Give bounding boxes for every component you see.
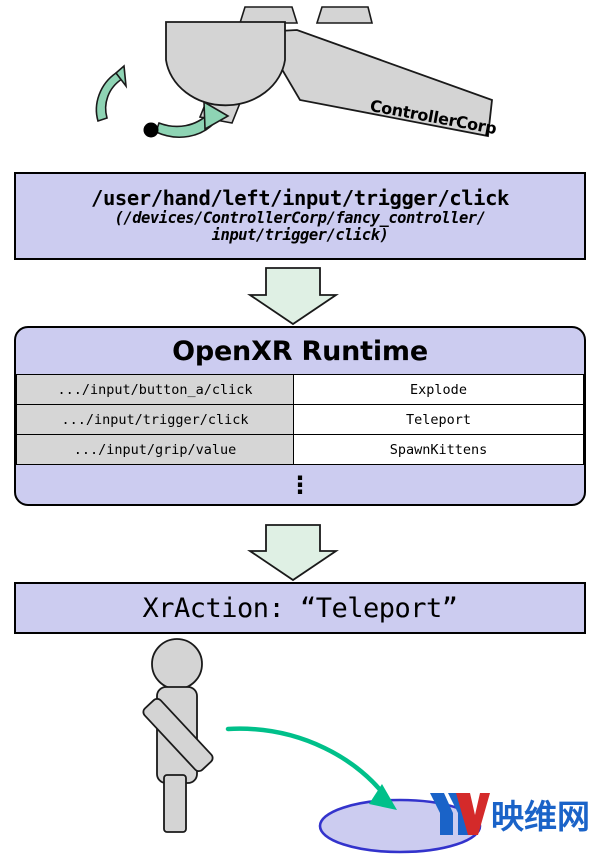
controller-button-b	[315, 6, 374, 24]
controller-handle	[258, 29, 493, 138]
yv-mark-icon	[428, 791, 490, 837]
controller-head	[165, 21, 286, 107]
interaction-profile-path: /user/hand/left/input/trigger/click	[91, 186, 509, 211]
binding-source: .../input/button_a/click	[16, 374, 294, 405]
down-arrow-icon	[247, 524, 339, 582]
yv-mark-svg	[430, 793, 490, 835]
table-row[interactable]: .../input/grip/value SpawnKittens	[16, 434, 584, 465]
pose-origin-dot	[143, 122, 159, 138]
binding-path-content: /user/hand/left/input/trigger/click (/de…	[16, 174, 584, 258]
avatar-head	[151, 638, 203, 690]
runtime-title: OpenXR Runtime	[172, 335, 428, 367]
controller-body	[165, 6, 493, 138]
down-arrow-icon	[247, 267, 339, 326]
binding-action: SpawnKittens	[293, 434, 584, 465]
binding-path-box: /user/hand/left/input/trigger/click (/de…	[14, 172, 586, 260]
binding-source: .../input/grip/value	[16, 434, 294, 465]
binding-action: Explode	[293, 374, 584, 405]
xraction-label: XrAction: “Teleport”	[142, 592, 458, 624]
rotation-arrow-left	[95, 64, 128, 123]
user-avatar	[142, 638, 214, 833]
table-row[interactable]: .../input/trigger/click Teleport	[16, 404, 584, 435]
avatar-leg	[163, 774, 187, 833]
binding-action: Teleport	[293, 404, 584, 435]
controller-button-a	[238, 6, 299, 24]
binding-source: .../input/trigger/click	[16, 404, 294, 435]
binding-table: .../input/button_a/click Explode .../inp…	[16, 374, 584, 465]
table-row[interactable]: .../input/button_a/click Explode	[16, 374, 584, 405]
device-path-line-1: (/devices/ControllerCorp/fancy_controlle…	[114, 209, 486, 228]
watermark-text: 映维网	[491, 797, 590, 836]
device-path-line-2: input/trigger/click)	[211, 226, 389, 245]
xraction-box: XrAction: “Teleport”	[14, 582, 586, 634]
more-bindings-indicator: ⋮	[288, 470, 312, 499]
openxr-runtime-panel: OpenXR Runtime .../input/button_a/click …	[14, 326, 586, 506]
binding-table-body: .../input/button_a/click Explode .../inp…	[16, 374, 584, 465]
avatar-arm-with-controller	[142, 697, 214, 773]
rotation-arrow-right	[155, 100, 230, 138]
watermark-logo: 映维网	[428, 790, 590, 838]
teleport-arc-arrow	[225, 726, 397, 810]
